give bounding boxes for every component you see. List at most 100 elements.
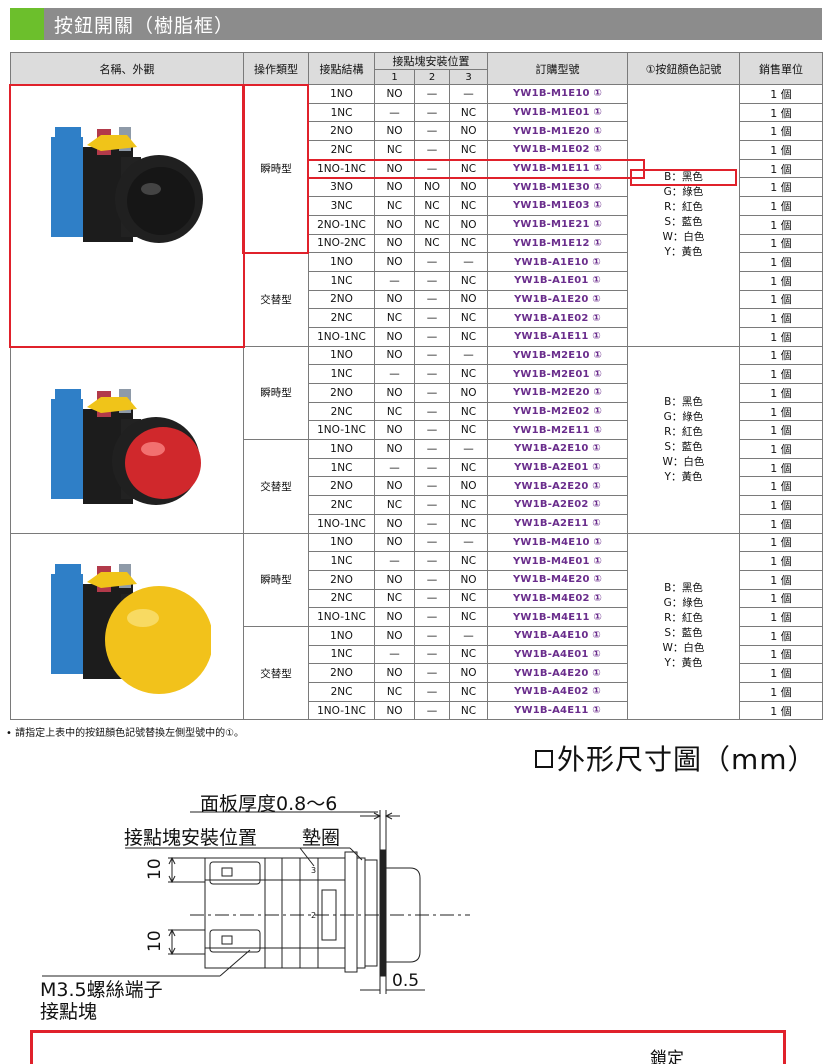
header-color: ①按鈕顏色記號 (627, 52, 740, 85)
pos2-cell: — (414, 607, 450, 627)
pos3-cell: NC (449, 607, 488, 627)
spec-body: 平頭形瞬時型1NONO——YW1B-M1E10 ①B：黑色G：綠色R：紅色S：藍… (10, 83, 823, 721)
order-code-cell: YW1B-A2E02 ① (487, 495, 628, 515)
pos1-cell: NO (374, 326, 415, 347)
pos1-cell: NO (374, 569, 415, 590)
pos3-cell: NO (449, 383, 488, 403)
pos3-cell: NO (449, 476, 488, 497)
pos3-cell: NO (449, 289, 488, 310)
section-title: 按鈕開關（樹脂框） (54, 15, 235, 37)
pos2-cell: — (414, 663, 450, 683)
header-block-position: 接點塊安裝位置 (374, 52, 488, 70)
pos3-cell: NO (449, 121, 488, 142)
color-code-line: W：白色 (662, 231, 705, 244)
label-washer: 墊圈 (302, 827, 340, 849)
order-code-cell: YW1B-M2E01 ① (487, 364, 628, 384)
order-code-cell: YW1B-M2E10 ① (487, 345, 628, 366)
pos2-cell: — (414, 84, 450, 104)
order-code-cell: YW1B-A2E10 ① (487, 439, 628, 459)
color-code-line: B：黑色 (630, 169, 737, 187)
pos3-cell: — (449, 439, 488, 459)
pos1-cell: NO (374, 476, 415, 497)
pos2-cell: — (414, 420, 450, 441)
color-code-line: R：紅色 (664, 201, 703, 214)
pos2-cell: — (414, 700, 450, 721)
pos2-cell: — (414, 364, 450, 384)
pos1-cell: NO (374, 233, 415, 254)
unit-cell: 1 個 (739, 682, 823, 702)
pos3-cell: — (449, 625, 488, 646)
contact-cell: 3NO (308, 177, 375, 198)
unit-cell: 1 個 (739, 140, 823, 160)
pos3-cell: NC (449, 401, 488, 422)
pos3-cell: NO (449, 569, 488, 590)
pos3-cell: NO (449, 214, 488, 235)
pos2-cell: NO (414, 177, 450, 198)
contact-cell: 1NC (308, 457, 375, 478)
unit-cell: 1 個 (739, 84, 823, 104)
pos3-cell: NC (449, 457, 488, 478)
pos3-cell: NC (449, 420, 488, 441)
pos3-cell: NC (449, 102, 488, 123)
order-code-cell: YW1B-M2E11 ① (487, 420, 628, 441)
contact-cell: 2NO (308, 289, 375, 310)
label-dim-10-top: 10 (145, 858, 165, 880)
color-code-line: Y：黃色 (664, 657, 703, 670)
pos1-cell: NC (374, 495, 415, 515)
pos3-cell: NC (449, 682, 488, 702)
pos1-cell: NO (374, 214, 415, 235)
pos2-cell: — (414, 401, 450, 422)
contact-cell: 2NC (308, 308, 375, 328)
pos3-cell: NC (449, 364, 488, 384)
pos1-cell: — (374, 102, 415, 123)
pos1-cell: NC (374, 682, 415, 702)
pos3-cell: NC (449, 326, 488, 347)
contact-cell: 1NC (308, 364, 375, 384)
pos1-cell: NC (374, 308, 415, 328)
order-code-cell: YW1B-M1E03 ① (487, 196, 628, 216)
pos2-cell: — (414, 345, 450, 366)
pos3-cell: NO (449, 177, 488, 198)
contact-cell: 1NO-1NC (308, 700, 375, 721)
color-code-line: G：綠色 (663, 410, 704, 423)
pos2-cell: — (414, 569, 450, 590)
contact-cell: 2NO (308, 476, 375, 497)
contact-cell: 1NO (308, 625, 375, 646)
table-row: 凸頭形瞬時型1NONO——YW1B-M2E10 ①B：黑色G：綠色R：紅色S：藍… (10, 345, 823, 534)
order-code-cell: YW1B-M1E02 ① (487, 140, 628, 160)
bottom-highlight-box (30, 1030, 786, 1064)
table-row: 平頭形瞬時型1NONO——YW1B-M1E10 ①B：黑色G：綠色R：紅色S：藍… (10, 83, 823, 347)
pos3-cell: NC (449, 140, 488, 160)
unit-cell: 1 個 (739, 644, 823, 665)
unit-cell: 1 個 (739, 214, 823, 235)
pos2-cell: — (414, 457, 450, 478)
contact-cell: 2NO (308, 383, 375, 403)
color-code-line: B：黑色 (664, 582, 703, 595)
unit-cell: 1 個 (739, 177, 823, 198)
order-code-cell: YW1B-A1E11 ① (487, 326, 628, 347)
order-code-cell: YW1B-M1E11 ① (487, 158, 628, 179)
unit-cell: 1 個 (739, 345, 823, 366)
header-pos-3: 3 (449, 69, 488, 85)
unit-cell: 1 個 (739, 476, 823, 497)
pos3-cell: — (449, 252, 488, 272)
color-code-line: R：紅色 (664, 612, 703, 625)
pos3-cell: NC (449, 644, 488, 665)
pos2-cell: — (414, 158, 450, 179)
op-type-cell: 瞬時型 (243, 83, 309, 254)
pos2-cell: — (414, 326, 450, 347)
spec-table: 名稱、外觀 操作類型 接點結構 接點塊安裝位置 訂購型號 ①按鈕顏色記號 銷售單… (10, 52, 823, 721)
header-pos-1: 1 (374, 69, 415, 85)
pos1-cell: NO (374, 177, 415, 198)
